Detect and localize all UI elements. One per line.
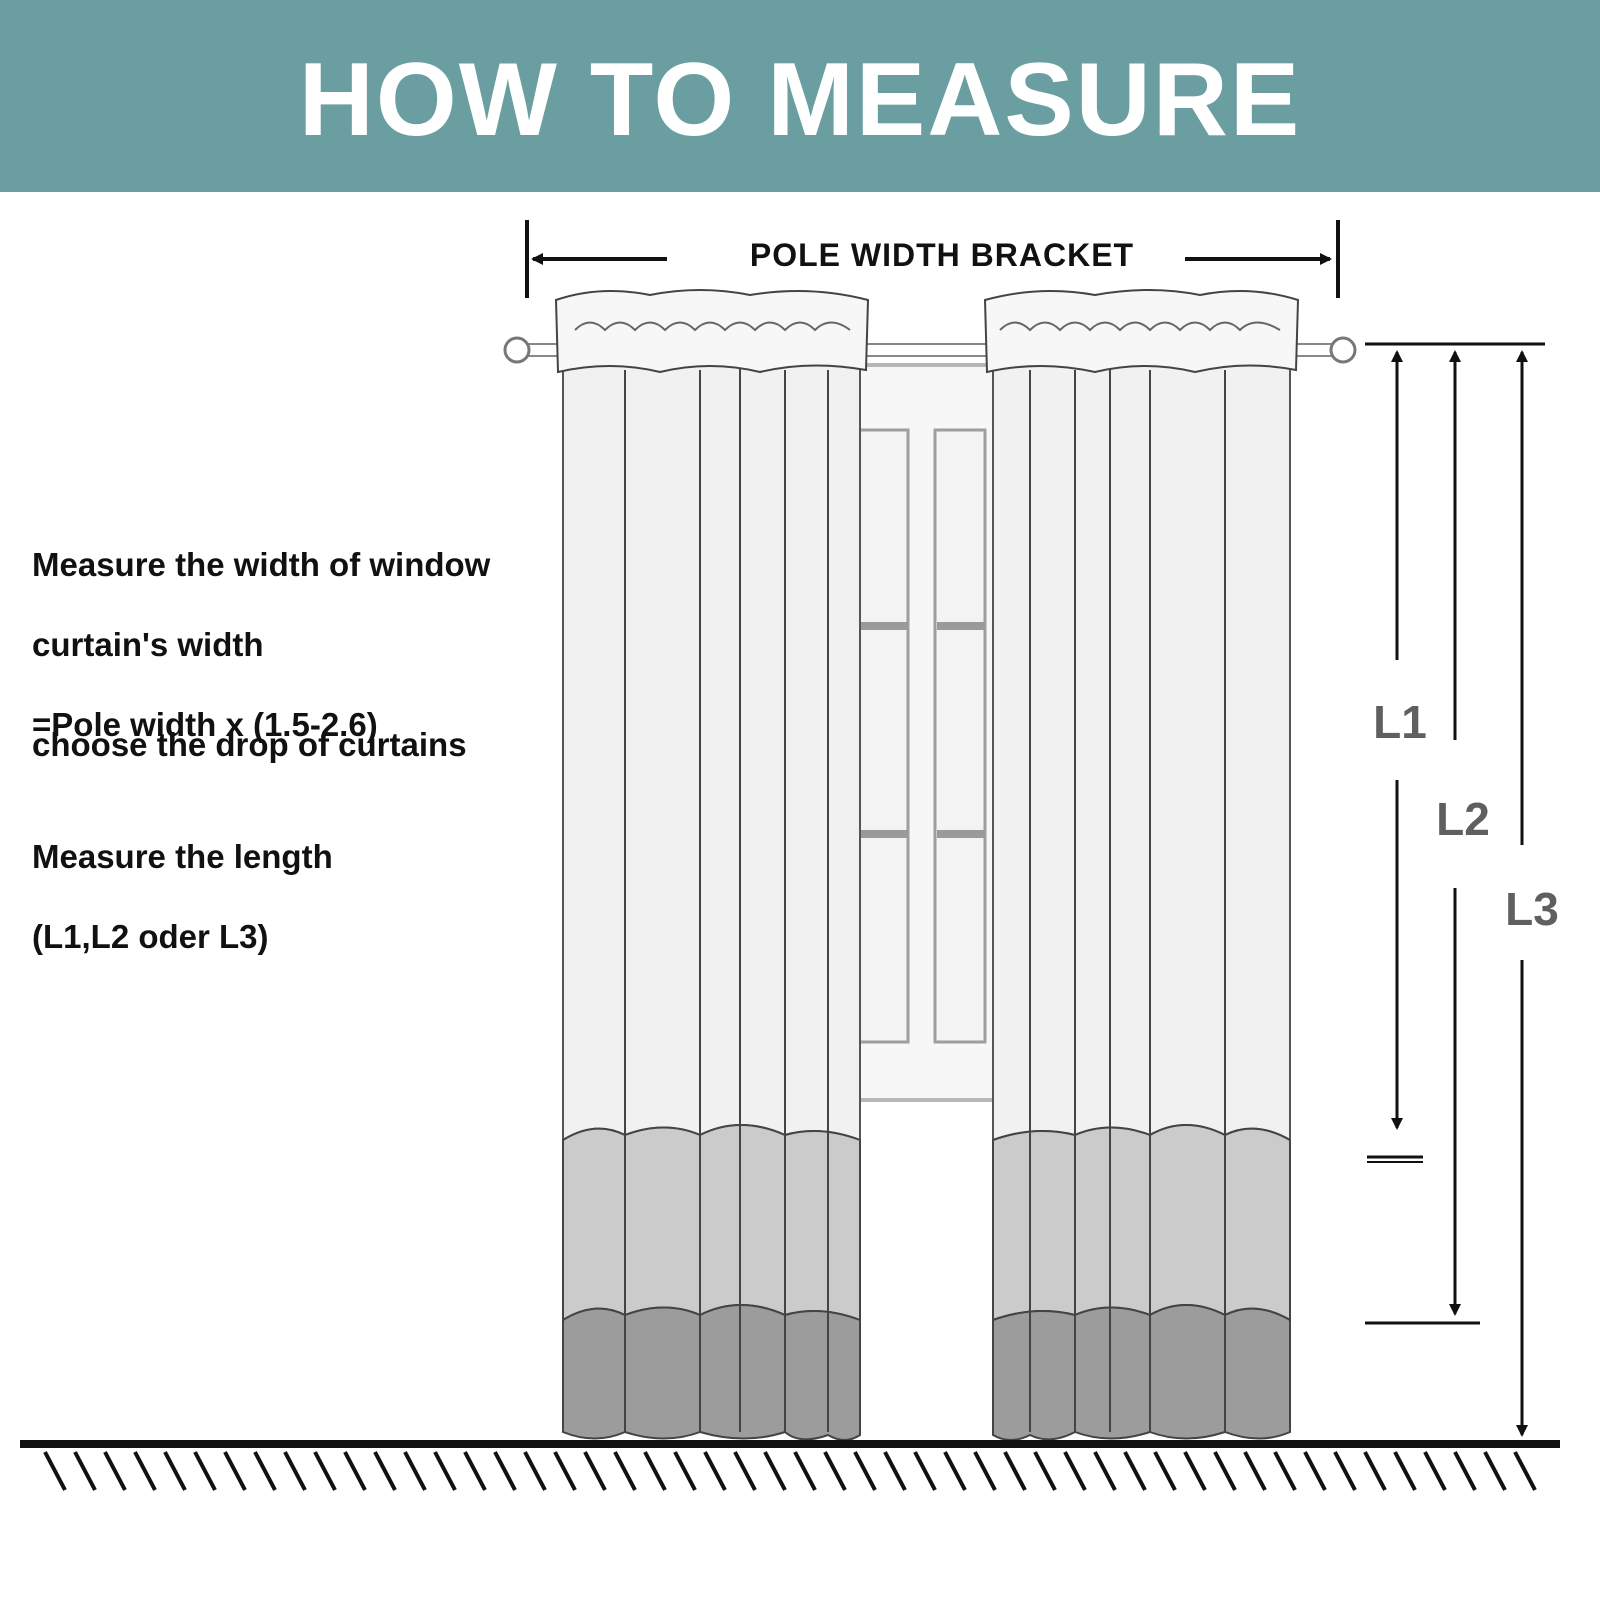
floor-hatch-mark — [1453, 1451, 1477, 1491]
instruction-width-line-1: Measure the width of window — [32, 546, 491, 583]
l3-label: L3 — [1505, 883, 1559, 935]
floor-hatch-mark — [523, 1451, 547, 1491]
floor-hatch-mark — [553, 1451, 577, 1491]
page-title: HOW TO MEASURE — [298, 41, 1302, 158]
floor-hatch-mark — [1423, 1451, 1447, 1491]
floor-hatch-mark — [193, 1451, 217, 1491]
instruction-width: Measure the width of window curtain's wi… — [32, 505, 490, 745]
floor-hatch-mark — [133, 1451, 157, 1491]
floor-hatch-mark — [163, 1451, 187, 1491]
l1-label: L1 — [1373, 696, 1427, 748]
floor-hatch-mark — [1093, 1451, 1117, 1491]
floor-hatch-mark — [763, 1451, 787, 1491]
instruction-width-line-3: =Pole width x (1.5-2.6) — [32, 706, 378, 743]
header-banner: HOW TO MEASURE — [0, 0, 1600, 192]
pole-width-label: POLE WIDTH BRACKET — [750, 237, 1134, 273]
floor-hatch-mark — [1273, 1451, 1297, 1491]
floor-hatch-mark — [583, 1451, 607, 1491]
floor-hatch-mark — [433, 1451, 457, 1491]
floor-hatch-mark — [973, 1451, 997, 1491]
floor-hatch-mark — [1393, 1451, 1417, 1491]
floor-hatch-mark — [853, 1451, 877, 1491]
curtain-panel-right-icon — [983, 289, 1300, 1441]
length-dimensions: L1 L2 L3 — [1365, 342, 1559, 1437]
floor-hatch-mark — [253, 1451, 277, 1491]
floor-hatch-mark — [643, 1451, 667, 1491]
floor-hatch-mark — [343, 1451, 367, 1491]
floor-hatch-mark — [703, 1451, 727, 1491]
window-icon — [846, 363, 996, 1102]
floor-hatch-mark — [943, 1451, 967, 1491]
instruction-length: Measure the length (L1,L2 oder L3) — [32, 797, 333, 957]
floor-hatch-mark — [913, 1451, 937, 1491]
instruction-length-line-2: (L1,L2 oder L3) — [32, 918, 269, 955]
floor-hatch-icon — [20, 1440, 1560, 1491]
floor-hatch-mark — [403, 1451, 427, 1491]
floor-hatch-mark — [73, 1451, 97, 1491]
instruction-length-line-1: Measure the length — [32, 838, 333, 875]
floor-hatch-mark — [463, 1451, 487, 1491]
floor-hatch-mark — [1063, 1451, 1087, 1491]
l2-label: L2 — [1436, 793, 1490, 845]
floor-hatch-mark — [43, 1451, 67, 1491]
floor-hatch-mark — [1513, 1451, 1537, 1491]
floor-hatch-mark — [1333, 1451, 1357, 1491]
instruction-drop-line-1: choose the drop of curtains — [32, 726, 467, 763]
instruction-width-line-2: curtain's width — [32, 626, 264, 663]
pole-width-dimension: POLE WIDTH BRACKET — [525, 220, 1340, 298]
floor-hatch-mark — [1033, 1451, 1057, 1491]
floor-hatch-mark — [673, 1451, 697, 1491]
floor-hatch-mark — [733, 1451, 757, 1491]
floor-hatch-mark — [1363, 1451, 1387, 1491]
curtain-panel-left-icon — [554, 289, 870, 1441]
floor-hatch-mark — [1213, 1451, 1237, 1491]
floor-hatch-mark — [1153, 1451, 1177, 1491]
floor-hatch-mark — [883, 1451, 907, 1491]
floor-hatch-mark — [313, 1451, 337, 1491]
floor-hatch-mark — [1183, 1451, 1207, 1491]
floor-hatch-mark — [223, 1451, 247, 1491]
floor-hatch-mark — [1483, 1451, 1507, 1491]
floor-hatch-mark — [1303, 1451, 1327, 1491]
floor-hatch-mark — [613, 1451, 637, 1491]
floor-hatch-mark — [1123, 1451, 1147, 1491]
instruction-drop: choose the drop of curtains — [32, 685, 467, 765]
floor-hatch-mark — [283, 1451, 307, 1491]
floor-hatch-mark — [1243, 1451, 1267, 1491]
floor-hatch-mark — [373, 1451, 397, 1491]
floor-hatch-mark — [793, 1451, 817, 1491]
floor-hatch-mark — [103, 1451, 127, 1491]
floor-hatch-mark — [1003, 1451, 1027, 1491]
floor-hatch-mark — [493, 1451, 517, 1491]
floor-hatch-mark — [823, 1451, 847, 1491]
